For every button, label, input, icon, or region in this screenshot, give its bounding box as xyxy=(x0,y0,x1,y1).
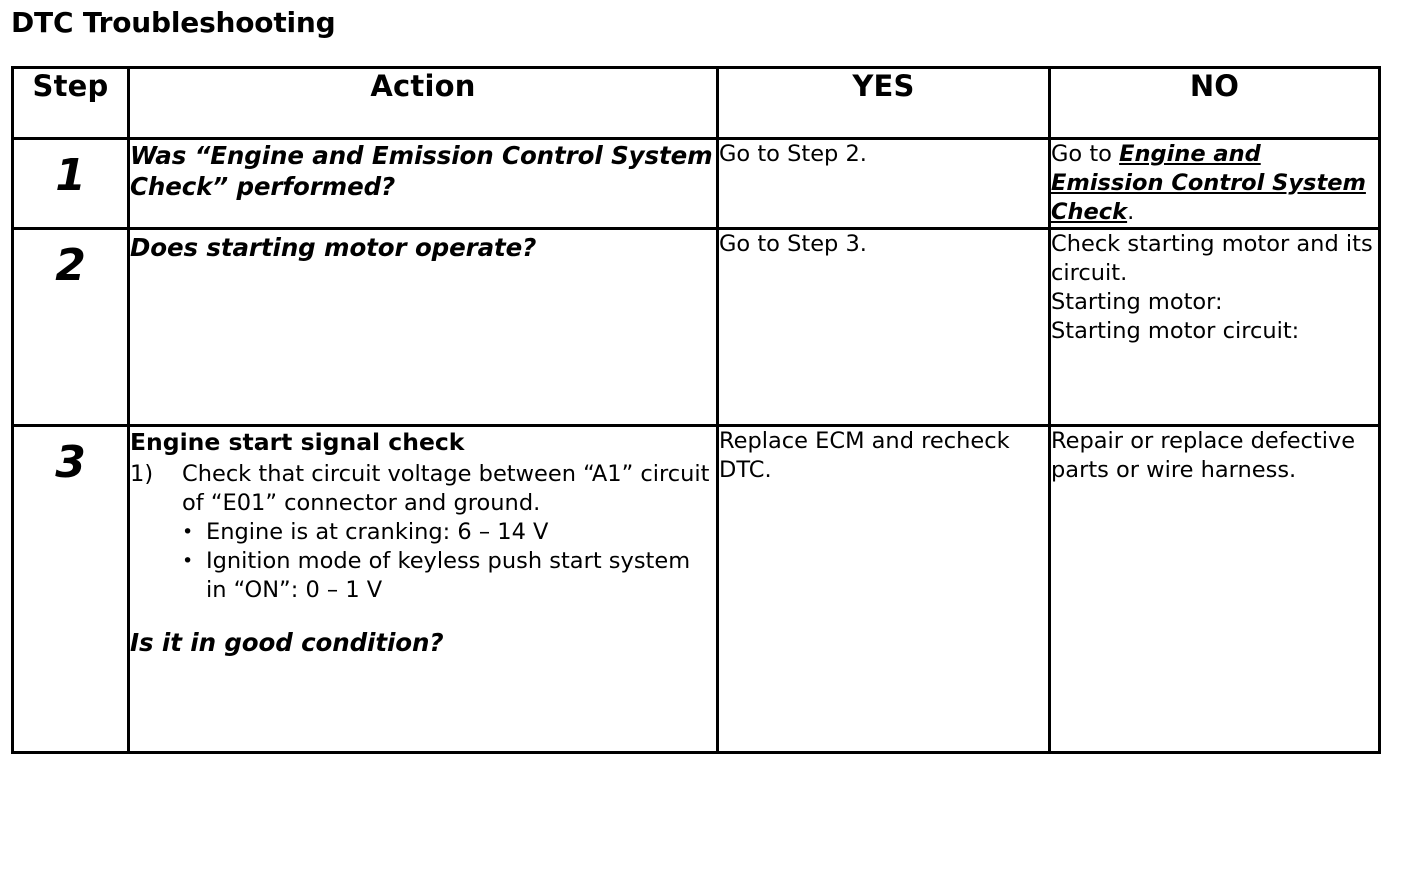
step-number-cell: 2 xyxy=(11,227,130,427)
list-item-label: Engine is at cranking: 6 – 14 V xyxy=(206,519,549,545)
action-heading: Engine start signal check xyxy=(130,428,465,456)
step-number: 1 xyxy=(55,150,86,201)
step-number: 2 xyxy=(55,240,86,291)
bullet-icon: • xyxy=(182,550,194,572)
bullet-icon: • xyxy=(182,521,194,543)
column-header-action: Action xyxy=(127,66,719,140)
numbered-item-text: Check that circuit voltage between “A1” … xyxy=(182,461,710,516)
action-question: Was “Engine and Emission Control System … xyxy=(130,141,713,201)
step-number-cell: 1 xyxy=(11,137,130,230)
no-text: Go to Engine and Emission Control System… xyxy=(1051,140,1378,227)
no-cell: Repair or replace defective parts or wir… xyxy=(1048,424,1381,754)
no-text-suffix: . xyxy=(1127,199,1135,225)
no-text: Repair or replace defective parts or wir… xyxy=(1051,428,1356,483)
list-item: • Engine is at cranking: 6 – 14 V xyxy=(182,518,716,547)
step-number: 3 xyxy=(55,437,86,488)
table-row: 2 Does starting motor operate? Go to Ste… xyxy=(11,227,1381,427)
dtc-troubleshooting-table: Step Action YES NO 1 Was “Engine and Emi… xyxy=(11,66,1381,754)
no-text-prefix: Go to xyxy=(1051,141,1120,167)
step-number-cell: 3 xyxy=(11,424,130,754)
column-header-step: Step xyxy=(11,66,130,140)
table-row: 3 Engine start signal check 1) Check tha… xyxy=(11,424,1381,754)
yes-cell: Replace ECM and recheck DTC. xyxy=(716,424,1051,754)
action-question: Is it in good condition? xyxy=(130,628,444,657)
list-item: • Ignition mode of keyless push start sy… xyxy=(182,547,716,605)
list-item-label: Ignition mode of keyless push start syst… xyxy=(206,548,691,603)
reference-link-engine-emission-control-system-check[interactable]: Engine and Emission Control System Check xyxy=(1051,141,1366,225)
action-cell: Was “Engine and Emission Control System … xyxy=(127,137,719,230)
yes-text: Go to Step 3. xyxy=(719,231,867,257)
table-row: 1 Was “Engine and Emission Control Syste… xyxy=(11,137,1381,230)
action-cell: Does starting motor operate? xyxy=(127,227,719,427)
column-header-no: NO xyxy=(1048,66,1381,140)
yes-text: Replace ECM and recheck DTC. xyxy=(719,428,1010,483)
numbered-item: 1) Check that circuit voltage between “A… xyxy=(130,460,716,518)
yes-cell: Go to Step 2. xyxy=(716,137,1051,230)
no-cell: Go to Engine and Emission Control System… xyxy=(1048,137,1381,230)
numbered-item-marker: 1) xyxy=(130,461,154,487)
table-header-row: Step Action YES NO xyxy=(11,66,1381,140)
yes-cell: Go to Step 3. xyxy=(716,227,1051,427)
yes-text: Go to Step 2. xyxy=(719,141,867,167)
page-title: DTC Troubleshooting xyxy=(11,6,336,39)
bullet-list: • Engine is at cranking: 6 – 14 V • Igni… xyxy=(130,518,716,605)
no-cell: Check starting motor and its circuit. St… xyxy=(1048,227,1381,427)
no-text: Check starting motor and its circuit. St… xyxy=(1051,231,1373,344)
action-cell: Engine start signal check 1) Check that … xyxy=(127,424,719,754)
column-header-yes: YES xyxy=(716,66,1051,140)
action-question: Does starting motor operate? xyxy=(130,233,537,262)
